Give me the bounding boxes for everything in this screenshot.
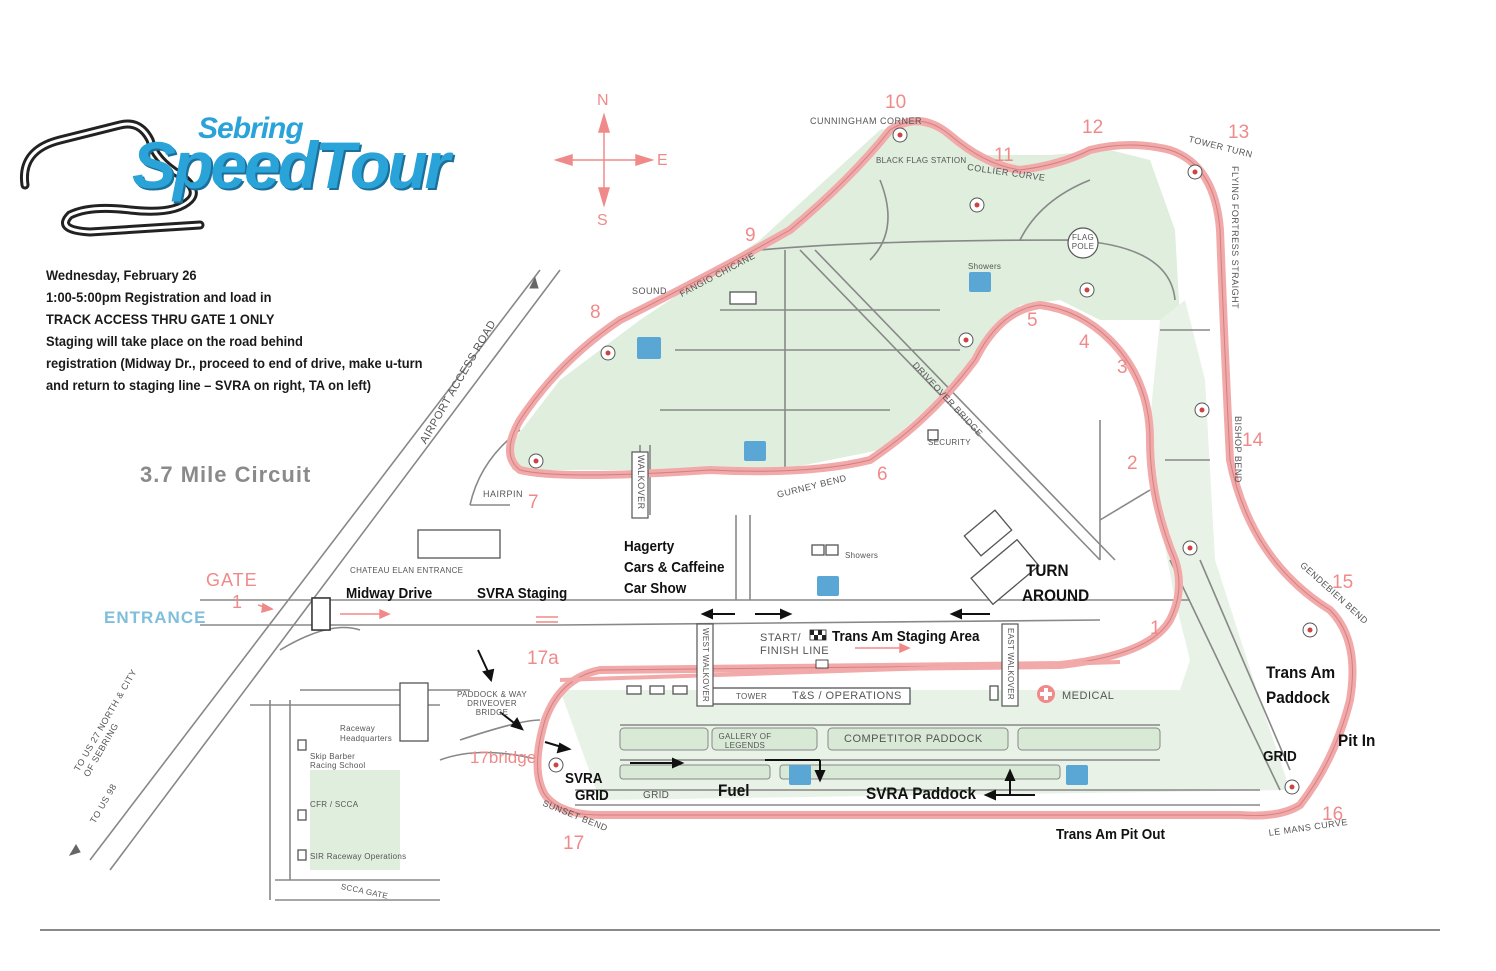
corner-cunningham: CUNNINGHAM CORNER (810, 116, 922, 126)
svra-paddock-label: SVRA Paddock (866, 784, 976, 803)
turn-17: 17 (563, 833, 585, 854)
tower-label: TOWER (736, 692, 768, 701)
medical-icon (1037, 685, 1055, 703)
turn-17bridge: 17bridge (470, 748, 537, 767)
west-walkover-label: WEST WALKOVER (701, 628, 710, 703)
showers-label: Showers (845, 551, 879, 560)
security-label: SECURITY (928, 438, 971, 447)
info-line: registration (Midway Dr., proceed to end… (46, 355, 423, 371)
infield-cfr (310, 770, 400, 870)
track-edge (509, 120, 1353, 816)
chateau-elan-label: CHATEAU ELAN ENTRANCE (350, 566, 464, 575)
turn-7: 7 (528, 492, 539, 513)
trans-am-paddock-line1: Trans Am (1266, 663, 1336, 682)
compass-north: N (597, 92, 609, 109)
gate-booth (311, 597, 331, 631)
turn-12: 12 (1082, 117, 1104, 138)
info-line: Staging will take place on the road behi… (46, 333, 303, 349)
checkered-flag-icon (809, 629, 829, 669)
pit-in-label: Pit In (1338, 731, 1376, 750)
trans-am-pit-out-label: Trans Am Pit Out (1056, 826, 1166, 843)
turn-6: 6 (877, 464, 888, 485)
turn-16: 16 (1322, 804, 1344, 825)
trans-am-staging-label: Trans Am Staging Area (832, 628, 980, 645)
svra-staging-label: SVRA Staging (477, 585, 568, 602)
turn-14: 14 (1242, 430, 1264, 451)
turn-5: 5 (1027, 310, 1038, 331)
sir-ops-label: SIR Raceway Operations (310, 852, 407, 861)
svra-grid-line2: GRID (575, 787, 609, 804)
turn-10: 10 (885, 92, 907, 113)
infield-north (510, 120, 1180, 470)
pit-lane (559, 660, 1121, 682)
showers-north-label: Showers (968, 262, 1002, 271)
hagerty-line2: Cars & Caffeine (624, 559, 725, 576)
skip-barber-label: Skip Barber Racing School (310, 752, 366, 770)
sound-label: SOUND (632, 286, 668, 296)
info-line: TRACK ACCESS THRU GATE 1 ONLY (46, 311, 275, 327)
finish-line-label: FINISH LINE (760, 645, 830, 657)
turn-8: 8 (590, 302, 601, 323)
logo-speedtour: SpeedTour (132, 128, 450, 202)
paddock-bridge-label: PADDOCK & WAY DRIVEOVER BRIDGE (457, 690, 527, 717)
walkovers (631, 451, 1019, 707)
restroom-icons (637, 272, 1088, 785)
gate-label: GATE (206, 570, 258, 590)
turn-1: 1 (1150, 618, 1161, 639)
svra-grid-line1: SVRA (565, 770, 603, 787)
start-finish-label: START/ (760, 632, 802, 644)
fuel-label: Fuel (718, 781, 750, 800)
midway-drive-label: Midway Drive (346, 585, 433, 602)
turn-11: 11 (994, 145, 1014, 166)
flag-pole-label: FLAG POLE (1071, 233, 1095, 251)
compass-east: E (657, 152, 668, 169)
grid-right-label: GRID (1263, 748, 1297, 765)
turn-around-line2: AROUND (1022, 586, 1090, 605)
gate-number: 1 (232, 592, 244, 612)
info-line: and return to staging line – SVRA on rig… (46, 377, 372, 393)
raceway-hq-label: Raceway Headquarters (340, 724, 393, 743)
hagerty-line3: Car Show (624, 580, 687, 597)
cfr-scca-label: CFR / SCCA (310, 800, 359, 809)
competitor-paddock-label: COMPETITOR PADDOCK (844, 733, 983, 745)
service-roads (40, 179, 1440, 931)
turn-15: 15 (1332, 572, 1354, 593)
corner-hairpin: HAIRPIN (483, 489, 524, 499)
paddock-blocks (619, 727, 1161, 780)
hagerty-line1: Hagerty (624, 538, 675, 555)
turn-3: 3 (1117, 357, 1128, 378)
turn-13: 13 (1228, 122, 1250, 143)
grid-label: GRID (643, 790, 670, 801)
turn-9: 9 (745, 225, 756, 246)
walkover-label: WALKOVER (636, 455, 646, 510)
corner-bishop: BISHOP BEND (1233, 416, 1243, 483)
info-block: Wednesday, February 26 1:00-5:00pm Regis… (46, 264, 455, 396)
turn-around-line1: TURN (1026, 561, 1069, 580)
gallery-of-legends-label: GALLERY OF LEGENDS (718, 732, 772, 750)
info-line: 1:00-5:00pm Registration and load in (46, 289, 272, 305)
trans-am-paddock-line2: Paddock (1266, 688, 1330, 707)
ts-operations-label: T&S / OPERATIONS (792, 690, 902, 702)
medical-label: MEDICAL (1062, 690, 1115, 702)
turn-4: 4 (1079, 332, 1090, 353)
logo-sebring: Sebring (198, 112, 304, 145)
turn-2: 2 (1127, 453, 1138, 474)
turn-17a: 17a (527, 648, 559, 669)
flying-fortress-label: FLYING FORTRESS STRAIGHT (1230, 166, 1240, 310)
info-line: Wednesday, February 26 (46, 267, 197, 283)
entrance-label: ENTRANCE (104, 608, 207, 627)
compass-rose (553, 112, 655, 208)
east-walkover-label: EAST WALKOVER (1006, 628, 1015, 700)
black-flag-station-label: BLACK FLAG STATION (876, 156, 967, 165)
direction-arrows (477, 608, 1035, 801)
compass-south: S (597, 212, 608, 229)
pink-arrows (257, 602, 911, 654)
circuit-length-label: 3.7 Mile Circuit (140, 462, 312, 487)
flag-pole-circle (1067, 227, 1099, 259)
buildings (297, 291, 1040, 861)
